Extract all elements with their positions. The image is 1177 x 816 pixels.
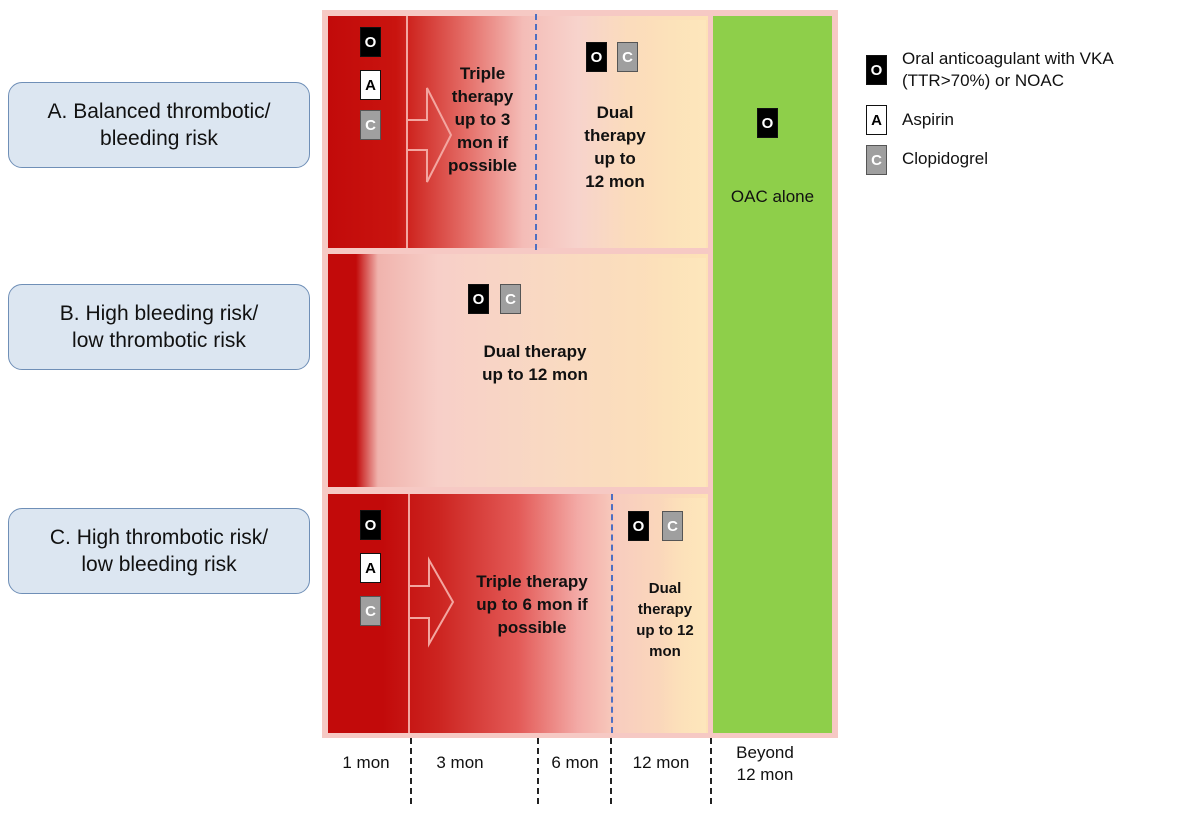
timeline-label-3mon: 3 mon (436, 753, 484, 772)
row-a-triple-text: Triple therapy up to 3 mon if possible (430, 62, 535, 177)
legend-clopidogrel-label: Clopidogrel (902, 149, 988, 168)
row-a-aspirin-badge: A (360, 70, 381, 100)
row-b-tail (646, 258, 706, 487)
risk-label-line2: low bleeding risk (81, 553, 237, 576)
legend-oac-swatch: O (866, 55, 887, 85)
text-line: therapy (584, 126, 646, 145)
row-a-divider (535, 14, 537, 250)
risk-label-line1: C. High thrombotic risk/ (49, 526, 269, 549)
text-line: Oral anticoagulant with VKA (902, 49, 1114, 68)
text-line: up to 3 (454, 110, 511, 129)
row-c-dual-clopidogrel-badge: C (662, 511, 683, 541)
row-a-band (328, 16, 708, 248)
risk-label-line1: A. Balanced thrombotic/ (47, 100, 271, 123)
timeline-marker-3mon (537, 738, 539, 804)
timeline-label-beyond: Beyond 12 mon (720, 742, 810, 786)
legend-aspirin-label: Aspirin (902, 110, 954, 129)
row-a-arrow-icon (406, 16, 453, 248)
row-a-oac-badge: O (360, 27, 381, 57)
risk-label-line1: B. High bleeding risk/ (59, 302, 259, 325)
timeline-label-1mon: 1 mon (342, 753, 390, 772)
legend-aspirin-swatch: A (866, 105, 887, 135)
oac-alone-label: OAC alone (730, 187, 815, 206)
timeline-marker-6mon (610, 738, 612, 804)
text-line: up to 6 mon if (476, 595, 588, 614)
text-line: Triple therapy (476, 572, 588, 591)
risk-box-high-bleeding: B. High bleeding risk/ low thrombotic ri… (8, 284, 310, 370)
text-line: therapy (637, 601, 693, 618)
text-line: Beyond (736, 743, 794, 762)
text-line: Dual (596, 103, 634, 122)
risk-box-balanced: A. Balanced thrombotic/ bleeding risk (8, 82, 310, 168)
row-c-divider (611, 494, 613, 733)
row-c-dual-text: Dual therapy up to 12 mon (615, 578, 715, 662)
text-line: up to (594, 149, 636, 168)
text-line: mon if (457, 133, 508, 152)
text-line: Dual (648, 580, 682, 597)
text-line: Triple (459, 64, 506, 83)
timeline-label-12mon: 12 mon (632, 753, 690, 772)
timeline-marker-12mon (710, 738, 712, 804)
text-line: 12 mon (736, 765, 794, 784)
legend-oac-label: Oral anticoagulant with VKA (TTR>70%) or… (902, 48, 1172, 92)
row-a-dual-clopidogrel-badge: C (617, 42, 638, 72)
legend-clopidogrel-swatch: C (866, 145, 887, 175)
row-b-oac-badge: O (468, 284, 489, 314)
row-c-oac-badge: O (360, 510, 381, 540)
row-b-dual-text: Dual therapy up to 12 mon (440, 340, 630, 386)
text-line: up to 12 (636, 622, 694, 639)
row-a-clopidogrel-badge: C (360, 110, 381, 140)
row-b-clopidogrel-badge: C (500, 284, 521, 314)
text-line: Dual therapy (483, 342, 587, 361)
risk-label-line2: bleeding risk (100, 127, 218, 150)
oac-alone-badge: O (757, 108, 778, 138)
row-c-aspirin-badge: A (360, 553, 381, 583)
row-c-arrow-icon (408, 494, 455, 733)
row-a-tail (648, 20, 706, 248)
text-line: therapy (451, 87, 514, 106)
text-line: possible (448, 156, 517, 175)
row-a-dual-oac-badge: O (586, 42, 607, 72)
timeline-marker-1mon (410, 738, 412, 804)
row-a-dual-text: Dual therapy up to 12 mon (560, 101, 670, 193)
text-line: 12 mon (585, 172, 645, 191)
text-line: possible (497, 618, 567, 637)
risk-box-high-thrombotic: C. High thrombotic risk/ low bleeding ri… (8, 508, 310, 594)
row-c-triple-text: Triple therapy up to 6 mon if possible (457, 570, 607, 639)
row-c-clopidogrel-badge: C (360, 596, 381, 626)
text-line: mon (649, 643, 681, 660)
risk-label-line2: low thrombotic risk (72, 329, 246, 352)
row-c-dual-oac-badge: O (628, 511, 649, 541)
timeline-label-6mon: 6 mon (551, 753, 599, 772)
text-line: (TTR>70%) or NOAC (902, 71, 1064, 90)
text-line: up to 12 mon (482, 365, 588, 384)
